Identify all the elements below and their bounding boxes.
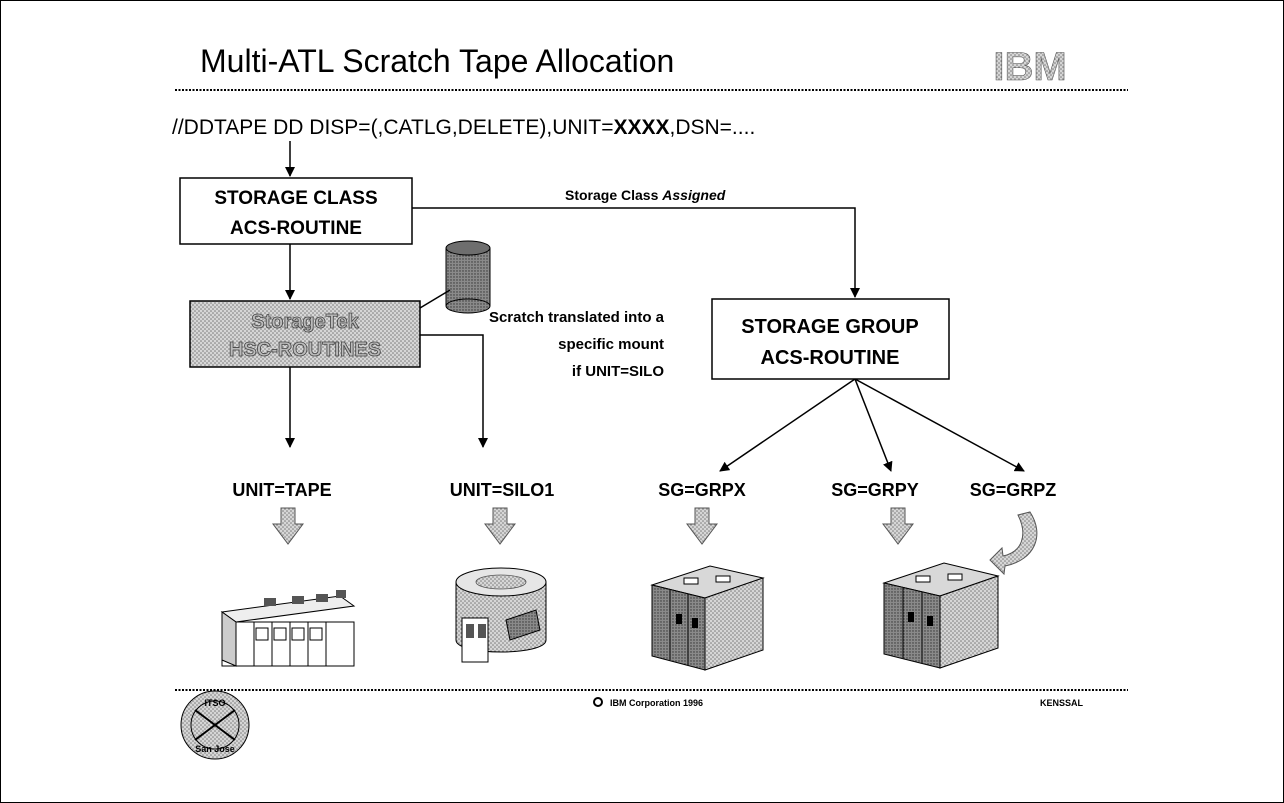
sg-grpy-label: SG=GRPY bbox=[831, 480, 919, 500]
svg-text:Scratch translated into a: Scratch translated into a bbox=[489, 309, 665, 326]
unit-tape-label: UNIT=TAPE bbox=[232, 480, 331, 500]
sg-grpx-label: SG=GRPX bbox=[658, 480, 746, 500]
tape-drive-rack-icon bbox=[220, 590, 356, 667]
copyright: IBM Corporation 1996 bbox=[593, 697, 703, 708]
svg-text:IBM Corporation 1996: IBM Corporation 1996 bbox=[610, 698, 703, 708]
arrow-sc-to-sg bbox=[412, 207, 860, 298]
svg-text:ITSO: ITSO bbox=[204, 698, 225, 708]
svg-text:StorageTek: StorageTek bbox=[251, 311, 359, 333]
block-arrow-tape bbox=[272, 507, 304, 545]
svg-text:ACS-ROUTINE: ACS-ROUTINE bbox=[761, 347, 900, 369]
svg-text:ACS-ROUTINE: ACS-ROUTINE bbox=[230, 218, 362, 239]
hsc-routines-box: StorageTek HSC-ROUTINES bbox=[189, 300, 421, 368]
svg-text:specific mount: specific mount bbox=[558, 336, 664, 353]
svg-text:STORAGE GROUP: STORAGE GROUP bbox=[741, 316, 918, 338]
block-arrow-grpx bbox=[686, 507, 718, 545]
author-code: KENSSAL bbox=[1040, 698, 1084, 708]
svg-text:STORAGE CLASS: STORAGE CLASS bbox=[214, 188, 377, 209]
block-arrow-silo bbox=[484, 507, 516, 545]
svg-text:San Jose: San Jose bbox=[195, 744, 235, 754]
svg-text:IBM: IBM bbox=[993, 45, 1066, 89]
itso-seal-logo: ITSO San Jose bbox=[180, 690, 250, 760]
storage-class-box: STORAGE CLASS ACS-ROUTINE bbox=[179, 177, 413, 245]
tape-silo-icon bbox=[455, 567, 547, 663]
scratch-note: Scratch translated into a specific mount… bbox=[489, 309, 665, 380]
database-icon bbox=[445, 240, 491, 314]
curved-arrow-grpz bbox=[989, 511, 1038, 576]
page-title: Multi-ATL Scratch Tape Allocation bbox=[200, 43, 674, 79]
block-arrow-grpy bbox=[882, 507, 914, 545]
sg-grpz-label: SG=GRPZ bbox=[970, 480, 1057, 500]
db-connector bbox=[419, 289, 451, 309]
tape-library-grpy-icon bbox=[882, 562, 1000, 669]
jcl-statement: //DDTAPE DD DISP=(,CATLG,DELETE),UNIT=XX… bbox=[172, 116, 755, 139]
tape-library-grpx-icon bbox=[650, 565, 765, 671]
ibm-logo: IBM bbox=[993, 45, 1067, 90]
arrow-sg-to-grpx bbox=[719, 378, 856, 472]
svg-text:if UNIT=SILO: if UNIT=SILO bbox=[572, 363, 664, 380]
arrow-sg-to-grpy bbox=[854, 378, 893, 472]
storage-group-box: STORAGE GROUP ACS-ROUTINE bbox=[711, 298, 950, 380]
unit-silo-label: UNIT=SILO1 bbox=[450, 480, 555, 500]
sc-assigned-label: Storage Class Assigned bbox=[565, 187, 726, 203]
arrow-hsc-to-silo bbox=[420, 334, 488, 448]
svg-text:HSC-ROUTINES: HSC-ROUTINES bbox=[229, 339, 381, 361]
arrow-sg-to-grpz bbox=[854, 378, 1025, 472]
